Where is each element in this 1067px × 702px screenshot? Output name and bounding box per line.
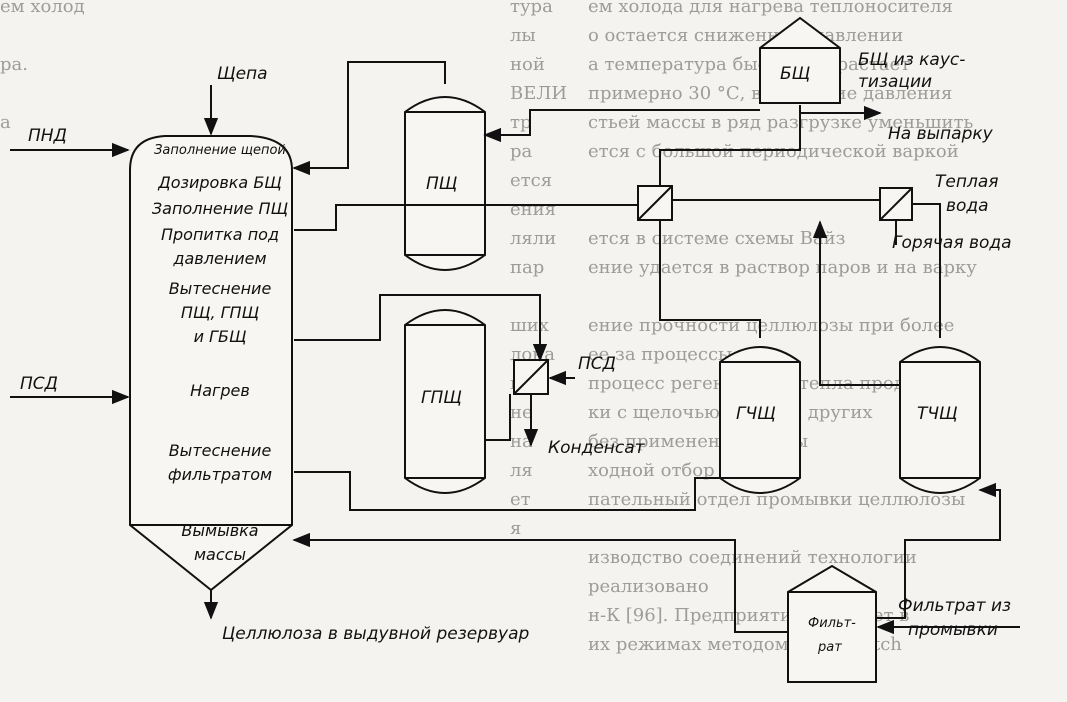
right-line: ение удается в раствор паров и на варку	[588, 257, 977, 278]
digester-vessel	[129, 135, 293, 592]
stage-displacement-1: Вытеснение	[168, 279, 272, 298]
stage-filtrate-displacement-2: фильтратом	[167, 465, 273, 484]
gpsh-tank-label: ГПЩ	[421, 388, 462, 408]
right-line: изводство соединений технологии	[588, 547, 917, 568]
middle-line: лы	[510, 25, 536, 46]
middle-line: ля	[510, 460, 533, 481]
stage-filtrate-displacement-1: Вытеснение	[168, 441, 272, 460]
mps-input-label-left: ПСД	[20, 374, 58, 394]
condensate-label: Конденсат	[548, 438, 645, 458]
to-evaporator-label: На выпарку	[888, 124, 993, 144]
middle-line: ной	[510, 54, 545, 75]
middle-line: тр	[510, 112, 532, 133]
left-line: ра.	[0, 54, 28, 75]
pulp-output-label: Целлюлоза в выдувной резервуар	[222, 624, 530, 644]
background-text-left: ем холод ра. а	[0, 0, 150, 688]
bsh-tank-label: БЩ	[780, 64, 811, 84]
filtrate-source-label-1: Фильтрат из	[898, 596, 1012, 616]
bsh-source-label-1: БЩ из каус-	[858, 50, 966, 70]
middle-line: ра	[510, 141, 533, 162]
stage-bsh-dosing: Дозировка БЩ	[158, 173, 282, 192]
left-line: ем холод	[0, 0, 85, 17]
warm-water-label-1: Теплая	[935, 172, 999, 192]
gchsh-tank-label: ГЧЩ	[736, 404, 776, 424]
warm-water-label-2: вода	[946, 196, 989, 216]
middle-line: ется	[510, 170, 553, 191]
psh-tank-label: ПЩ	[426, 174, 458, 194]
stage-psh-filling: Заполнение ПЩ	[151, 199, 289, 218]
middle-line: пар	[510, 257, 545, 278]
middle-line: ет	[510, 489, 531, 510]
stage-heating: Нагрев	[190, 381, 250, 400]
middle-line: ляли	[510, 228, 557, 249]
filtrate-source-label-2: промывки	[908, 620, 998, 640]
stage-displacement-2: ПЩ, ГПЩ	[180, 303, 260, 322]
right-line: реализовано	[588, 576, 709, 597]
right-line: ется в системе схемы Вайз	[588, 228, 846, 249]
middle-line: ВЕЛИ	[510, 83, 568, 104]
hot-water-label: Горячая вода	[892, 233, 1012, 253]
stage-displacement-3: и ГБЩ	[193, 327, 247, 346]
right-line: ем холода для нагрева теплоносителя	[588, 0, 953, 17]
stage-impregnation-2: давлением	[173, 249, 267, 268]
right-line: ее за процессы	[588, 344, 733, 365]
right-line: пательный отдел промывки целлюлозы	[588, 489, 966, 510]
filtrate-tank-label-2: рат	[818, 640, 842, 655]
stage-impregnation-1: Пропитка под	[160, 225, 280, 244]
mps-input-label-right: ПСД	[578, 354, 616, 374]
left-line: а	[0, 112, 11, 133]
stage-washout-2: массы	[193, 545, 247, 564]
middle-line: тура	[510, 0, 553, 17]
middle-line: я	[510, 518, 522, 539]
lps-input-label: ПНД	[28, 126, 67, 146]
tchsh-tank-label: ТЧЩ	[917, 404, 958, 424]
stage-washout-1: Вымывка	[181, 521, 259, 540]
stage-chip-filling: Заполнение щепой	[154, 143, 286, 158]
filtrate-tank-label-1: Фильт-	[808, 616, 856, 631]
middle-line: не	[510, 402, 533, 423]
bsh-source-label-2: тизации	[858, 72, 933, 92]
bsh-tank	[759, 16, 841, 104]
chip-input-label: Щепа	[217, 64, 268, 84]
right-line: ется с большой периодической варкой	[588, 141, 959, 162]
filtrate-tank	[787, 564, 877, 683]
